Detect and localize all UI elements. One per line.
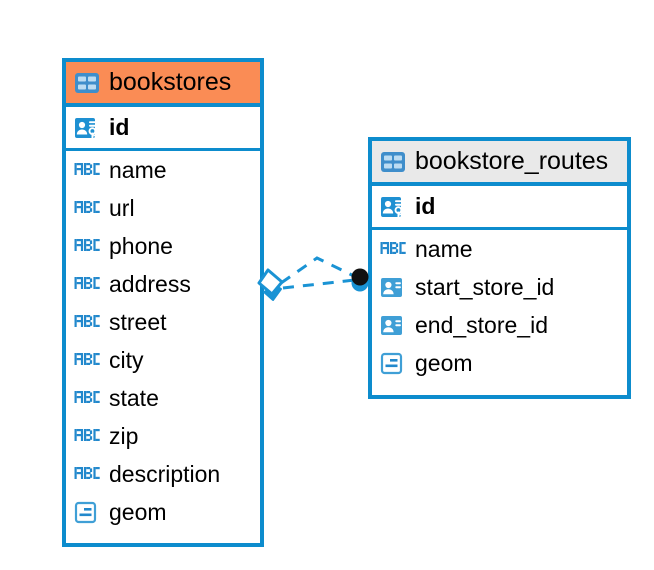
field-label-address: address bbox=[109, 270, 191, 297]
text-abc-icon bbox=[74, 198, 100, 218]
field-label-description: description bbox=[109, 460, 221, 487]
text-abc-icon bbox=[74, 464, 100, 484]
geometry-icon bbox=[380, 350, 406, 376]
filled-dot-marker bbox=[351, 268, 369, 292]
field-label-phone: phone bbox=[109, 232, 173, 259]
field-row-zip[interactable]: zip bbox=[66, 417, 260, 455]
table-grid-icon bbox=[74, 70, 100, 96]
text-abc-icon bbox=[380, 239, 406, 259]
entity-table-bookstores[interactable]: bookstores id bbox=[62, 58, 264, 547]
field-label-id: id bbox=[415, 193, 436, 219]
field-row-start-store-id[interactable]: start_store_id bbox=[372, 268, 627, 306]
geometry-icon bbox=[74, 499, 100, 525]
field-label-geom: geom bbox=[109, 498, 167, 525]
field-row-name[interactable]: name bbox=[372, 230, 627, 268]
entity-header-bookstore-routes[interactable]: bookstore_routes bbox=[372, 141, 627, 186]
entity-title-bookstores: bookstores bbox=[109, 68, 232, 96]
field-label-geom: geom bbox=[415, 349, 473, 376]
text-abc-icon bbox=[74, 160, 100, 180]
field-row-url[interactable]: url bbox=[66, 189, 260, 227]
field-label-city: city bbox=[109, 346, 144, 373]
entity-table-bookstore-routes[interactable]: bookstore_routes id bbox=[368, 137, 631, 399]
primary-key-icon bbox=[74, 115, 100, 141]
field-row-geom[interactable]: geom bbox=[66, 493, 260, 531]
table-grid-icon bbox=[380, 149, 406, 175]
field-label-id: id bbox=[109, 114, 130, 140]
field-label-name: name bbox=[415, 235, 473, 262]
entity-header-bookstores[interactable]: bookstores bbox=[66, 62, 260, 107]
text-abc-icon bbox=[74, 350, 100, 370]
text-abc-icon bbox=[74, 426, 100, 446]
field-label-end-store-id: end_store_id bbox=[415, 311, 548, 338]
field-row-description[interactable]: description bbox=[66, 455, 260, 493]
field-row-street[interactable]: street bbox=[66, 303, 260, 341]
text-abc-icon bbox=[74, 236, 100, 256]
field-row-end-store-id[interactable]: end_store_id bbox=[372, 306, 627, 344]
foreign-key-icon bbox=[380, 312, 406, 338]
field-row-address[interactable]: address bbox=[66, 265, 260, 303]
field-label-state: state bbox=[109, 384, 159, 411]
foreign-key-icon bbox=[380, 274, 406, 300]
field-row-city[interactable]: city bbox=[66, 341, 260, 379]
field-label-start-store-id: start_store_id bbox=[415, 273, 555, 300]
primary-key-icon bbox=[380, 194, 406, 220]
text-abc-icon bbox=[74, 274, 100, 294]
field-row-state[interactable]: state bbox=[66, 379, 260, 417]
entity-body-bookstores: id bbox=[66, 107, 260, 531]
relationship-branch-upper bbox=[280, 256, 357, 285]
field-label-url: url bbox=[109, 194, 135, 221]
field-label-name: name bbox=[109, 156, 167, 183]
entity-title-bookstore-routes: bookstore_routes bbox=[415, 147, 609, 175]
entity-body-bookstore-routes: id nam bbox=[372, 186, 627, 382]
field-row-primary-key[interactable]: id bbox=[372, 186, 627, 230]
field-label-zip: zip bbox=[109, 422, 139, 449]
text-abc-icon bbox=[74, 312, 100, 332]
field-row-primary-key[interactable]: id bbox=[66, 107, 260, 151]
field-row-name[interactable]: name bbox=[66, 151, 260, 189]
field-row-geom[interactable]: geom bbox=[372, 344, 627, 382]
field-label-street: street bbox=[109, 308, 167, 335]
text-abc-icon bbox=[74, 388, 100, 408]
relationship-branch-lower bbox=[282, 278, 356, 290]
field-row-phone[interactable]: phone bbox=[66, 227, 260, 265]
